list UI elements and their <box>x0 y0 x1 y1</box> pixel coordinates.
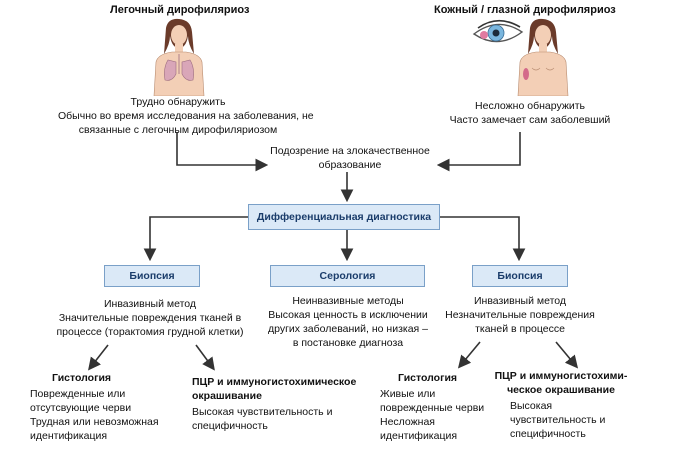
biopsy-right-line-1: Инвазивный метод <box>473 295 567 307</box>
pcr-left-line-1: Высокая чувствительность и <box>192 406 333 418</box>
arrow-to-histo-right <box>457 341 481 369</box>
pcr-right-title-1: ПЦР и иммуногистохими- <box>494 370 628 382</box>
arrow-to-biopsy-right <box>440 216 526 262</box>
histology-right-line-1: Живые или <box>380 388 436 400</box>
histology-right-title: Гистология <box>398 372 458 384</box>
cutaneous-line-2: Часто замечает сам заболевший <box>449 114 611 126</box>
histology-left-line-1: Поврежденные или <box>30 388 126 400</box>
histology-left-title: Гистология <box>52 372 112 384</box>
pulmonary-line-1: Трудно обнаружить <box>130 96 226 108</box>
differential-diagnosis-box: Дифференциальная диагностика <box>248 204 440 230</box>
serology-line-4: в постановке диагноза <box>292 337 404 349</box>
serology-line-2: Высокая ценность в исключении <box>268 309 428 321</box>
arrow-right-to-suspicion <box>436 132 521 172</box>
serology-line-3: других заболеваний, но низкая – <box>267 323 428 335</box>
pcr-right-line-2: чувствительность и <box>510 414 606 426</box>
pcr-right-line-1: Высокая <box>510 400 553 412</box>
serology-box: Серология <box>270 265 425 287</box>
histology-left-line-4: идентификация <box>30 430 108 442</box>
arrow-to-pcr-left <box>195 344 215 371</box>
pcr-left-title-1: ПЦР и иммуногистохимическое <box>192 376 357 388</box>
eye-illustration <box>472 19 524 43</box>
biopsy-right-line-2: Незначительные повреждения <box>445 309 595 321</box>
histology-left-line-3: Трудная или невозможная <box>30 416 159 428</box>
histology-right-line-3: Несложная <box>380 416 435 428</box>
pulmonary-line-2: Обычно во время исследования на заболева… <box>58 110 314 122</box>
pulmonary-title: Легочный дирофиляриоз <box>110 4 250 16</box>
arrow-to-biopsy-left <box>143 216 248 262</box>
skin-patient-illustration <box>517 18 569 96</box>
pulmonary-line-3: связанные с легочным дирофиляриозом <box>78 124 278 136</box>
suspicion-line-1: Подозрение на злокачественное <box>270 145 430 157</box>
histology-left-line-2: отсутсвующие черви <box>30 402 132 414</box>
cutaneous-line-1: Несложно обнаружить <box>475 100 585 112</box>
biopsy-right-box: Биопсия <box>472 265 568 287</box>
pcr-right-line-3: специфичность <box>510 428 586 440</box>
biopsy-left-box: Биопсия <box>104 265 200 287</box>
histology-right-line-2: поврежденные черви <box>380 402 485 414</box>
biopsy-left-line-2: Значительные повреждения тканей в <box>58 312 242 324</box>
pcr-left-title-2: окрашивание <box>192 390 262 402</box>
serology-line-1: Неинвазивные методы <box>292 295 404 307</box>
arrow-to-histo-left <box>88 344 109 371</box>
suspicion-line-2: образование <box>318 159 382 171</box>
arrow-to-pcr-right <box>555 341 579 369</box>
lung-patient-illustration <box>153 18 205 96</box>
arrow-left-to-suspicion <box>176 132 269 172</box>
cutaneous-title: Кожный / глазной дирофиляриоз <box>434 4 616 16</box>
pcr-right-title-2: ческое окрашивание <box>507 384 615 396</box>
biopsy-right-line-3: тканей в процессе <box>475 323 565 335</box>
biopsy-left-line-3: процессе (торактомия грудной клетки) <box>56 326 244 338</box>
biopsy-left-line-1: Инвазивный метод <box>103 298 197 310</box>
histology-right-line-4: идентификация <box>380 430 458 442</box>
pcr-left-line-2: специфичность <box>192 420 268 432</box>
